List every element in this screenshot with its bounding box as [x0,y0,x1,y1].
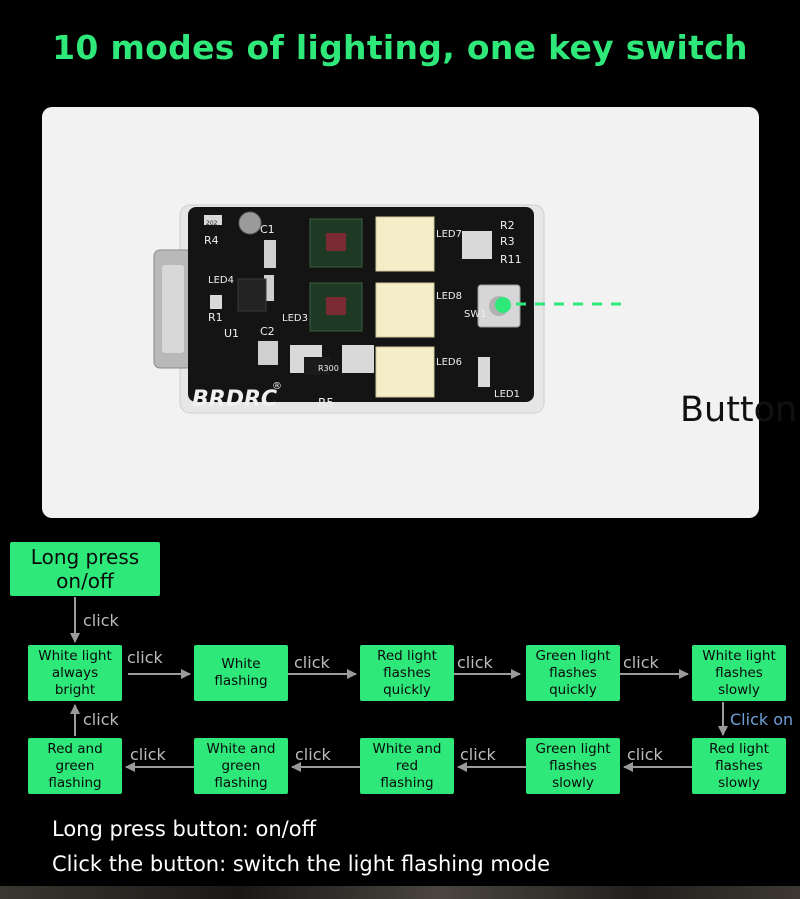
label-click-start: click [83,611,119,630]
mode-red-flash-quick: Red light flashes quickly [360,645,454,701]
white-led-2 [375,282,435,338]
start-node-long-press: Long press on/off [10,542,160,596]
white-led-3 [375,346,435,398]
label-click-on: Click on [730,710,794,729]
mode-white-red-flashing: White and red flashing [360,738,454,794]
label-click-r1-4: click [623,653,659,672]
silk-led4: LED4 [208,275,234,286]
red-led [309,218,363,268]
mode-white-flash-slow: White light flashes slowly [692,645,786,701]
silk-r4: R4 [204,234,219,247]
silk-c2: C2 [260,325,275,338]
label-click-r2-2: click [460,745,496,764]
mode-white-always-bright: White light always bright [28,645,122,701]
silk-led6: LED6 [436,357,462,368]
silk-r11: R11 [500,253,522,266]
silk-led3: LED3 [282,313,308,324]
bottom-ground-strip [0,886,800,899]
board-brand: BRDRC [192,387,277,412]
label-click-r2-1: click [627,745,663,764]
label-click-r1-3: click [457,653,493,672]
board-reg-mark: ® [272,381,282,392]
button-pointer-dot [495,297,511,313]
mode-white-green-flashing: White and green flashing [194,738,288,794]
note-long-press: Long press button: on/off [52,817,317,841]
silk-led7: LED7 [436,229,462,240]
silk-c1: C1 [260,223,275,236]
button-label: Button [680,390,798,430]
silk-r5: R5 [318,396,334,410]
silk-r2: R2 [500,219,515,232]
silk-r300: R300 [318,364,339,373]
page-title: 10 modes of lighting, one key switch [52,28,748,67]
silk-led1: LED1 [494,389,520,400]
mode-green-flash-slow: Green light flashes slowly [526,738,620,794]
silk-cap: 202 [206,220,218,227]
label-click-r2-3: click [295,745,331,764]
silk-r3: R3 [500,235,515,248]
silk-u1: U1 [224,327,239,340]
label-click-r1-2: click [294,653,330,672]
note-click: Click the button: switch the light flash… [52,852,550,876]
silk-r1: R1 [208,311,223,324]
label-click-r1-1: click [127,648,163,667]
silk-led8: LED8 [436,291,462,302]
white-led-1 [375,216,435,272]
mode-white-flashing: White flashing [194,645,288,701]
mode-red-green-flashing: Red and green flashing [28,738,122,794]
silk-sw1: SW1 [464,309,487,320]
product-photo-card: R4 C1 LED4 U1 R1 C2 LED3 R300 R5 LED7 LE… [42,107,797,518]
mode-green-flash-quick: Green light flashes quickly [526,645,620,701]
mode-red-flash-slow: Red light flashes slowly [692,738,786,794]
label-click-r2-4: click [130,745,166,764]
label-click-left-up: click [83,710,119,729]
pcb-board-illustration: R4 C1 LED4 U1 R1 C2 LED3 R300 R5 LED7 LE… [153,204,630,414]
